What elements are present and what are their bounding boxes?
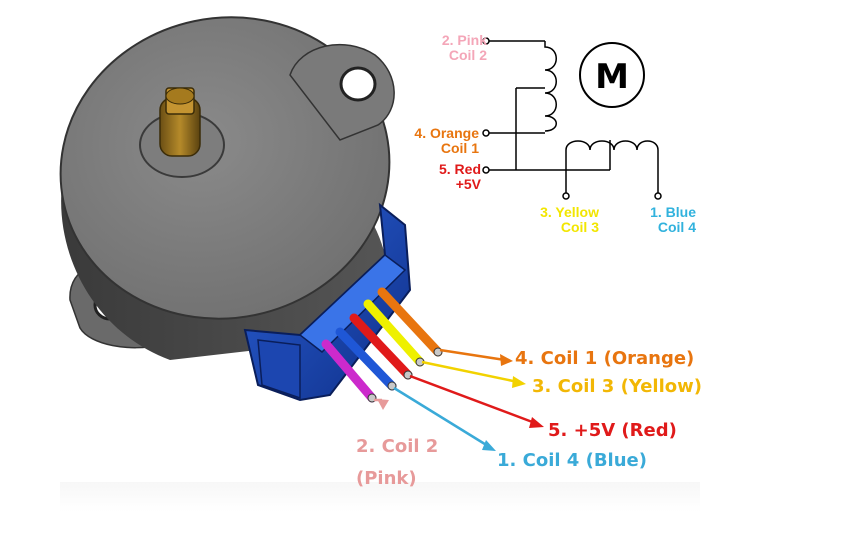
wire-label-red: 5. +5V (Red) [548, 420, 677, 441]
coil-vertical [544, 41, 557, 132]
shaft-tip [165, 87, 195, 105]
wire-blue [335, 327, 397, 391]
terminal-orange [482, 129, 490, 137]
motor-symbol-circle [579, 42, 645, 108]
wire-orange [377, 287, 443, 357]
schematic-red-line2: +5V [455, 176, 481, 192]
schematic-label-orange: 4. Orange Coil 1 [414, 126, 479, 156]
wire-connector [243, 202, 412, 402]
schematic-yellow-line1: 3. Yellow [540, 204, 599, 220]
label-arrows [374, 348, 544, 451]
connector-side [257, 339, 301, 400]
schematic [482, 37, 662, 200]
coil-horizontal [565, 140, 659, 193]
wires [321, 287, 443, 403]
terminal-yellow [562, 192, 570, 200]
wire-pink [321, 339, 377, 403]
wire-yellow [363, 299, 425, 367]
wire-label-pink-line2: (Pink) [356, 468, 417, 489]
schematic-blue-line2: Coil 4 [657, 219, 696, 235]
wire-label-yellow: 3. Coil 3 (Yellow) [532, 376, 702, 397]
arrow-yellow [421, 360, 519, 384]
wire-label-pink-line1: 2. Coil 2 [356, 436, 439, 457]
schematic-orange-line2: Coil 1 [440, 140, 479, 156]
stepper-motor [59, 16, 395, 360]
terminal-red [482, 166, 490, 174]
schematic-orange-line1: 4. Orange [414, 125, 479, 141]
ground-shadow [60, 482, 700, 512]
schematic-pink-line1: 2. Pink [441, 32, 487, 48]
schematic-label-pink: 2. Pink Coil 2 [442, 33, 487, 63]
motor-symbol: M [595, 57, 629, 97]
wire-label-blue: 1. Coil 4 (Blue) [497, 450, 647, 471]
arrow-orange [439, 348, 506, 362]
schematic-label-yellow: 3. Yellow Coil 3 [540, 205, 599, 235]
connector-top-edge [298, 254, 407, 353]
schematic-yellow-line2: Coil 3 [560, 219, 599, 235]
schematic-label-blue: 1. Blue Coil 4 [650, 205, 696, 235]
arrow-red [409, 374, 536, 425]
schematic-label-red: 5. Red +5V [439, 162, 481, 192]
mounting-hole-top [339, 66, 377, 102]
terminal-blue [654, 192, 662, 200]
wire-label-orange: 4. Coil 1 (Orange) [515, 348, 695, 369]
schematic-blue-line1: 1. Blue [650, 204, 696, 220]
arrow-blue [393, 386, 489, 448]
schematic-pink-line2: Coil 2 [448, 47, 487, 63]
wire-red [349, 313, 413, 380]
terminal-pink [482, 37, 490, 45]
schematic-red-line1: 5. Red [438, 161, 481, 177]
